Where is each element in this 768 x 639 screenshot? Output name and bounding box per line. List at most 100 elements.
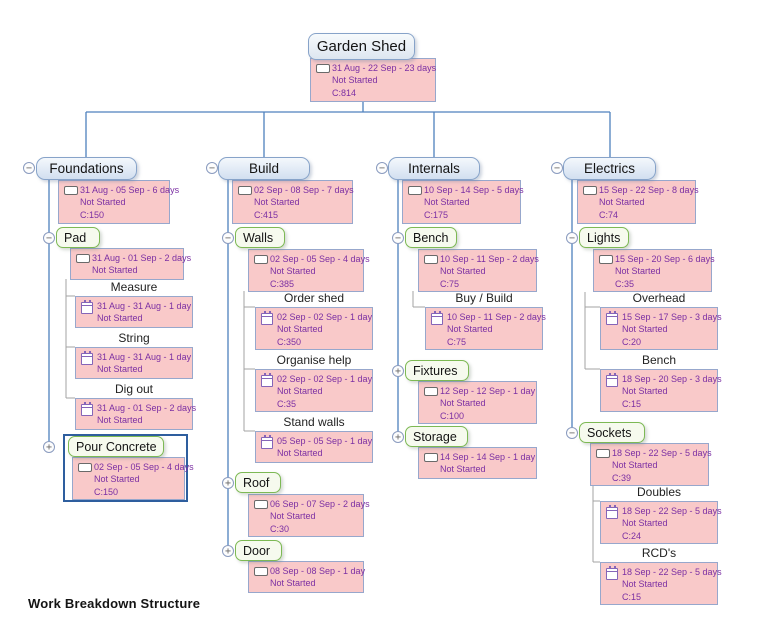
cost-text: C:150 — [80, 209, 105, 220]
electrics-minus-toggle[interactable]: − — [551, 162, 563, 174]
cost-text: C:75 — [447, 336, 467, 347]
dates-text: 10 Sep - 11 Sep - 2 days — [447, 312, 546, 322]
walls-minus-toggle[interactable]: − — [222, 232, 234, 244]
fixtures-plus-toggle[interactable]: + — [392, 365, 404, 377]
status-text: Not Started — [270, 511, 316, 522]
stand-walls-node[interactable]: Stand walls — [283, 415, 345, 429]
dig-out-node[interactable]: Dig out — [114, 382, 154, 396]
cost-text: C:100 — [440, 410, 465, 421]
calendar-icon — [261, 435, 273, 449]
dates-text: 15 Sep - 20 Sep - 6 days — [615, 254, 715, 264]
dates-text: 31 Aug - 22 Sep - 23 days — [332, 63, 437, 73]
foundations-node[interactable]: Foundations — [36, 157, 137, 180]
build-minus-toggle[interactable]: − — [206, 162, 218, 174]
walls-node[interactable]: Walls — [235, 227, 285, 248]
calendar-icon — [81, 351, 93, 365]
sockets-node[interactable]: Sockets — [579, 422, 645, 443]
dates-text: 06 Sep - 07 Sep - 2 days — [270, 499, 370, 509]
pour-concrete-plus-toggle[interactable]: + — [43, 441, 55, 453]
pad-minus-toggle[interactable]: − — [43, 232, 55, 244]
door-node[interactable]: Door — [235, 540, 282, 561]
dates-text: 18 Sep - 22 Sep - 5 days — [612, 448, 712, 458]
bench-internals-node[interactable]: Bench — [405, 227, 457, 248]
fixtures-node[interactable]: Fixtures — [405, 360, 469, 381]
buy-build-node[interactable]: Buy / Build — [455, 291, 513, 305]
status-text: Not Started — [97, 313, 143, 324]
task-icon — [76, 254, 90, 263]
garden-shed-node[interactable]: Garden Shed — [308, 33, 415, 60]
dates-text: 02 Sep - 05 Sep - 4 days — [94, 462, 194, 472]
status-text: Not Started — [447, 324, 493, 335]
storage-node[interactable]: Storage — [405, 426, 468, 447]
status-text: Not Started — [612, 460, 658, 471]
string-node[interactable]: String — [118, 331, 150, 345]
dates-text: 18 Sep - 22 Sep - 5 days — [622, 567, 722, 577]
internals-node[interactable]: Internals — [388, 157, 480, 180]
status-text: Not Started — [92, 265, 138, 276]
status-text: Not Started — [622, 579, 668, 590]
electrics-node[interactable]: Electrics — [563, 157, 656, 180]
task-icon — [599, 255, 613, 264]
lights-node[interactable]: Lights — [579, 227, 629, 248]
storage-plus-toggle[interactable]: + — [392, 431, 404, 443]
rcds-node[interactable]: RCD's — [641, 546, 677, 560]
internals-minus-toggle[interactable]: − — [376, 162, 388, 174]
dates-text: 05 Sep - 05 Sep - 1 day — [277, 436, 373, 446]
calendar-icon — [606, 373, 618, 387]
dates-text: 02 Sep - 05 Sep - 4 days — [270, 254, 370, 264]
build-node[interactable]: Build — [218, 157, 310, 180]
foundations-minus-toggle[interactable]: − — [23, 162, 35, 174]
roof-node[interactable]: Roof — [235, 472, 281, 493]
status-text: Not Started — [440, 266, 486, 277]
door-plus-toggle[interactable]: + — [222, 545, 234, 557]
task-icon — [424, 387, 438, 396]
pour-concrete-node[interactable]: Pour Concrete — [68, 436, 164, 457]
roof-plus-toggle[interactable]: + — [222, 477, 234, 489]
organise-help-node[interactable]: Organise help — [276, 353, 352, 367]
status-text: Not Started — [440, 464, 486, 475]
cost-text: C:35 — [615, 278, 635, 289]
measure-node[interactable]: Measure — [110, 280, 158, 294]
bench-electrics-node[interactable]: Bench — [641, 353, 677, 367]
status-text: Not Started — [94, 474, 140, 485]
dates-text: 31 Aug - 05 Sep - 6 days — [80, 185, 180, 195]
leaf-connector-lines — [65, 279, 600, 563]
lights-minus-toggle[interactable]: − — [566, 232, 578, 244]
calendar-icon — [261, 373, 273, 387]
order-shed-node[interactable]: Order shed — [283, 291, 345, 305]
overhead-node[interactable]: Overhead — [632, 291, 686, 305]
sockets-minus-toggle[interactable]: − — [566, 427, 578, 439]
task-icon — [238, 186, 252, 195]
doubles-node[interactable]: Doubles — [636, 485, 682, 499]
pad-node[interactable]: Pad — [56, 227, 100, 248]
task-icon — [254, 500, 268, 509]
bench-internals-minus-toggle[interactable]: − — [392, 232, 404, 244]
